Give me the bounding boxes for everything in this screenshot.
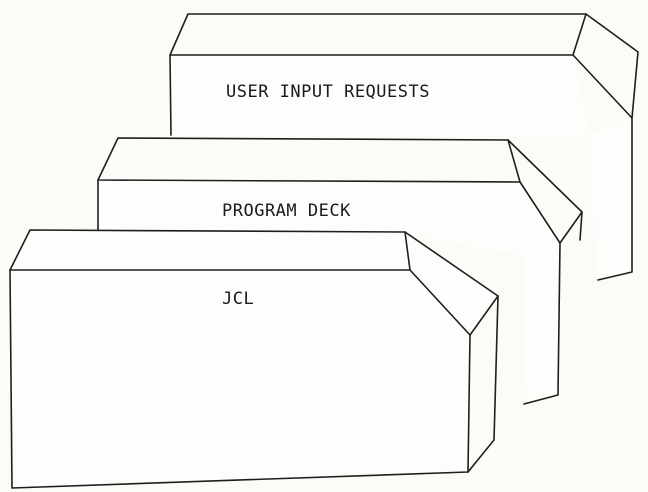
user-input-requests-label: USER INPUT REQUESTS <box>226 82 430 102</box>
jcl-block: JCL <box>9 229 499 489</box>
program-deck-block: PROGRAM DECK <box>97 137 583 405</box>
jcl-label: JCL <box>222 289 254 309</box>
program-deck-label: PROGRAM DECK <box>222 201 351 221</box>
user-input-requests-block: USER INPUT REQUESTS <box>169 13 639 281</box>
